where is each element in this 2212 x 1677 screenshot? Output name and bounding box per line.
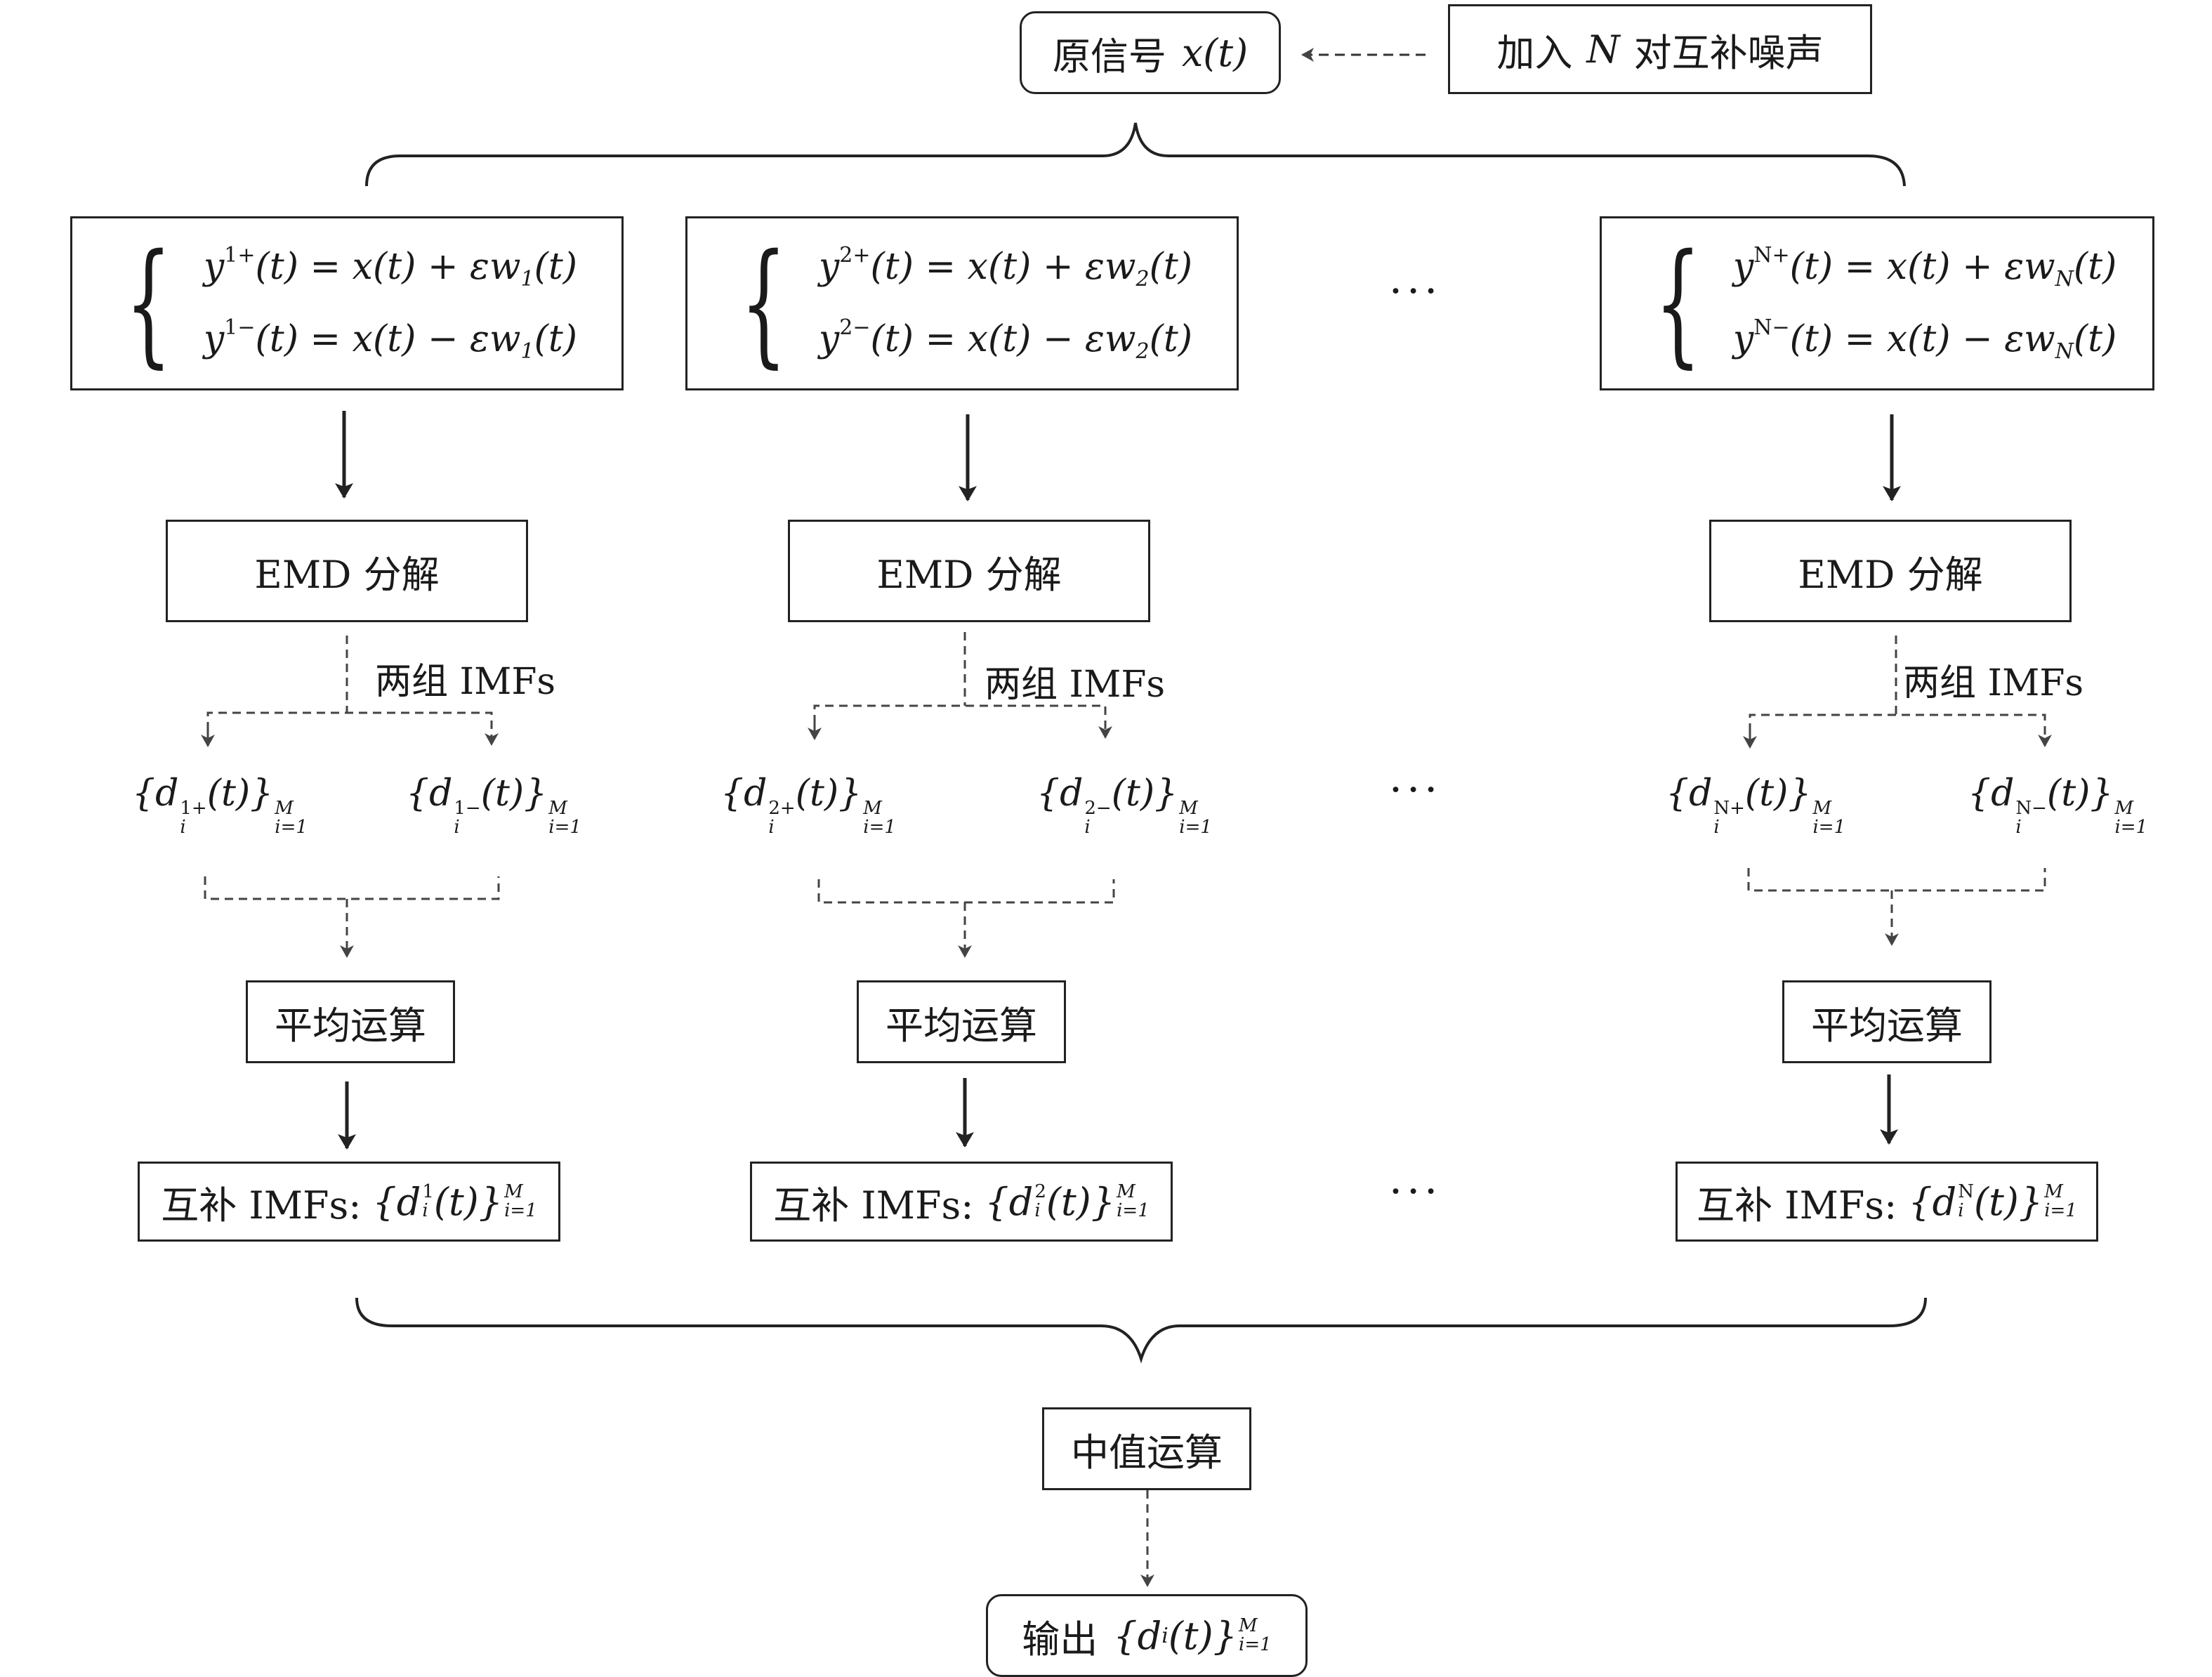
ellipsis-sets: ··· [1389,765,1442,815]
col3-eq-plus: yN+(t) = x(t) + εwN(t) [1732,243,2117,291]
col2-imf-label: 两组 IMFs [985,664,1166,706]
add-noise-text-after: 对互补噪声 [1633,30,1824,75]
col2-eq-minus: y2−(t) = x(t) − εw2(t) [818,315,1193,364]
col3-imf-label: 两组 IMFs [1903,662,2084,704]
add-noise-text-before: 加入 [1496,30,1573,75]
col3-eq-minus: yN−(t) = x(t) − εwN(t) [1732,315,2117,364]
original-signal-text: 原信号 [1052,34,1166,79]
col1-average-box: 平均运算 [246,980,455,1063]
add-noise-node: 加入 N 对互补噪声 [1448,4,1872,94]
col3-equation-brace: { [1654,225,1701,381]
col2-equation-brace: { [740,225,787,381]
ellipsis-results: ··· [1389,1167,1442,1216]
col1-imf-label: 两组 IMFs [375,661,556,703]
bottom-brace [355,1297,1927,1364]
col2-eq-plus: y2+(t) = x(t) + εw2(t) [818,243,1193,291]
col1-merge-bracket [204,876,500,900]
col2-emd-box: EMD 分解 [788,520,1150,622]
ellipsis-equations: ··· [1389,267,1442,316]
col1-eq-plus: y1+(t) = x(t) + εw1(t) [203,243,578,291]
col1-equation-brace: { [125,225,172,381]
col2-imf-split [813,704,1112,739]
col1-imf-split [206,711,499,746]
col2-equation-box: { y2+(t) = x(t) + εw2(t) y2−(t) = x(t) −… [685,216,1239,390]
col1-equation-box: { y1+(t) = x(t) + εw1(t) y1−(t) = x(t) −… [70,216,624,390]
col1-emd-box: EMD 分解 [166,520,528,622]
col3-equation-box: { yN+(t) = x(t) + εwN(t) yN−(t) = x(t) −… [1600,216,2154,390]
col3-merge-bracket [1747,868,2046,892]
col2-merge-bracket [817,879,1115,904]
add-noise-math: N [1586,27,1620,72]
col1-eq-minus: y1−(t) = x(t) − εw1(t) [203,315,578,364]
top-brace [365,122,1906,187]
original-signal-math: x(t) [1181,30,1249,75]
col3-emd-box: EMD 分解 [1709,520,2072,622]
original-signal-node: 原信号 x(t) [1020,11,1281,94]
col2-average-box: 平均运算 [857,980,1066,1063]
median-box: 中值运算 [1042,1407,1251,1490]
col3-imf-split [1749,713,2052,747]
col3-average-box: 平均运算 [1782,980,1992,1063]
